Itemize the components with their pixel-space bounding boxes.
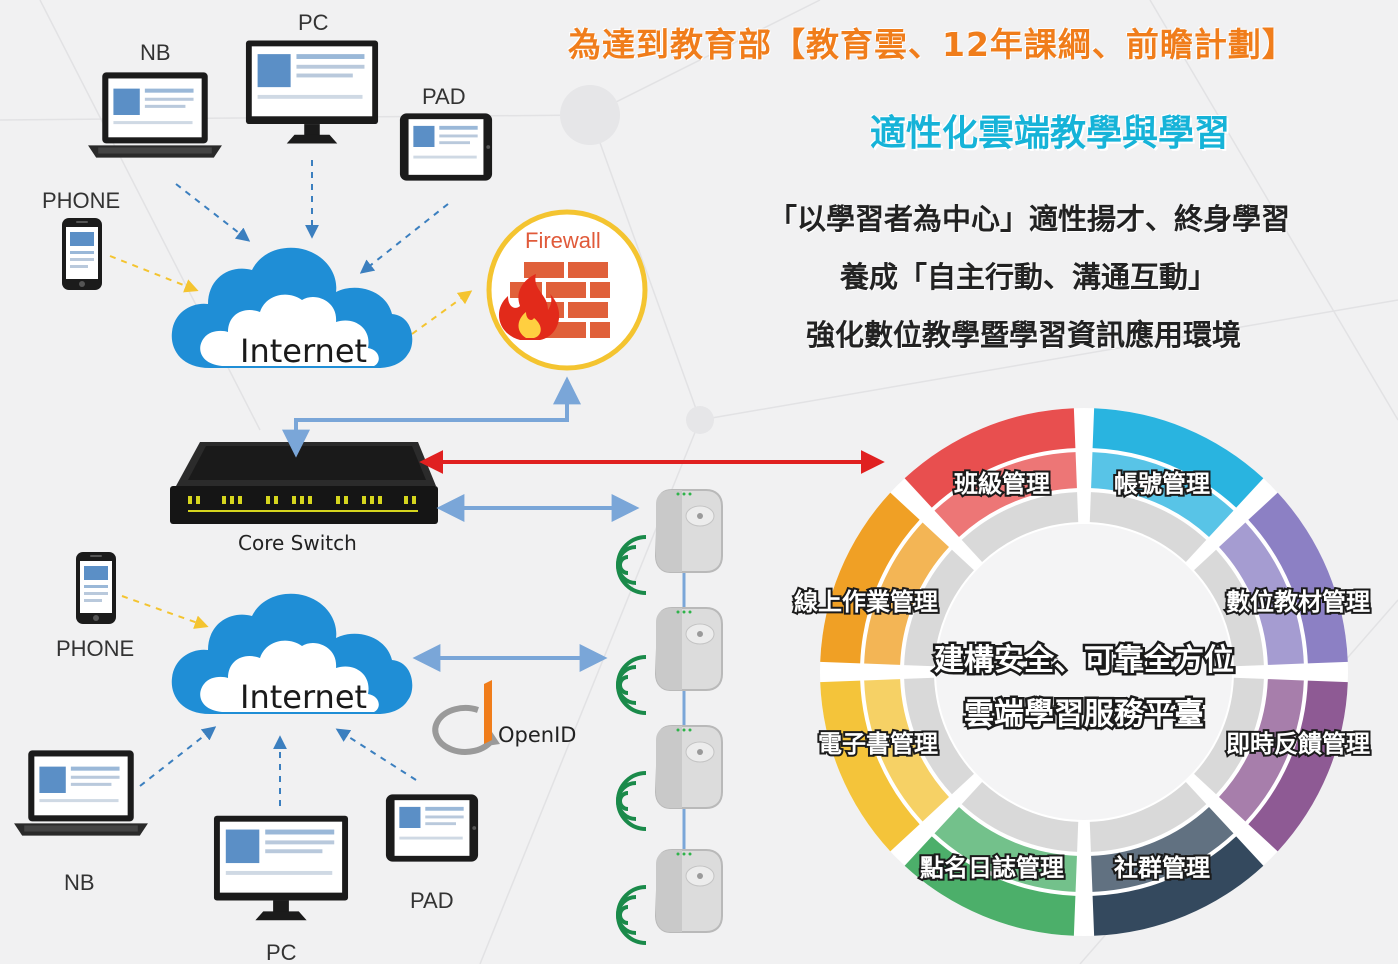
label-phone-top: PHONE [42, 188, 120, 213]
tablet-icon [399, 113, 493, 181]
slogan-line-2: 養成「自主行動、溝通互動」 [840, 260, 1218, 294]
wifi-icon [616, 771, 648, 831]
ring-segment-middle [1219, 679, 1304, 822]
ring-segment-outer [820, 492, 920, 664]
access-point-icon [655, 725, 723, 809]
label-phone-bottom: PHONE [56, 636, 134, 661]
laptop-icon [14, 750, 148, 836]
device-connection-arrows-bottom [139, 726, 417, 806]
slogan-line-3: 強化數位教學暨學習資訊應用環境 [806, 318, 1242, 352]
wifi-icon [616, 655, 648, 715]
access-point-icon [655, 607, 723, 691]
ring-label-4: 即時反饋管理 [1226, 730, 1370, 758]
access-point-icon [655, 849, 723, 933]
ring-label-2: 帳號管理 [1114, 470, 1210, 498]
label-pc-top: PC [298, 10, 329, 35]
ring-segment-middle [934, 807, 1077, 892]
switch-label: Core Switch [238, 531, 357, 555]
ring-center [936, 524, 1232, 820]
ring-segment-inner [1089, 492, 1207, 562]
ring-segment-inner [904, 677, 974, 795]
wifi-icon [616, 885, 648, 945]
ring-segment-middle [1091, 807, 1234, 892]
ring-segment-outer [904, 408, 1076, 508]
access-point-icon [655, 489, 723, 573]
ring-label-8: 線上作業管理 [794, 588, 938, 616]
ring-center-line-1: 建構安全、可靠全方位 [934, 643, 1234, 678]
ring-segment-inner [1194, 549, 1264, 667]
openid-icon [432, 680, 500, 755]
ring-segment-outer [1092, 408, 1264, 508]
firewall-label: Firewall [525, 228, 601, 253]
ring-segment-middle [864, 679, 949, 822]
cloud-label-bottom: Internet [240, 678, 367, 716]
label-nb-top: NB [140, 40, 171, 65]
switch-icon [170, 442, 438, 524]
ring-segment-inner [1194, 677, 1264, 795]
ring-label-1: 班級管理 [954, 470, 1050, 498]
ring-segment-middle [1219, 522, 1304, 665]
page-title: 為達到教育部【教育雲、12年課綱、前瞻計劃】 [568, 25, 1296, 64]
ring-segment-inner [961, 492, 1079, 562]
phone-icon [76, 552, 116, 624]
switch-uplink-arrows [282, 376, 581, 458]
label-pad-bottom: PAD [410, 888, 454, 913]
ring-label-6: 點名日誌管理 [920, 854, 1064, 882]
ring-label-3: 數位教材管理 [1226, 588, 1370, 616]
cloud-label-top: Internet [240, 332, 367, 370]
ring-center-line-2: 雲端學習服務平臺 [964, 697, 1204, 732]
ring-segment-middle [934, 452, 1077, 537]
background-node [560, 85, 620, 145]
openid-label: OpenID [498, 723, 576, 747]
ring-segment-outer [1092, 836, 1264, 936]
ring-label-5: 社群管理 [1114, 854, 1210, 882]
ring-segment-outer [1248, 492, 1348, 664]
phone-icon [62, 218, 102, 290]
monitor-icon [245, 40, 379, 144]
ring-segment-outer [1248, 680, 1348, 852]
phone-connection-arrow [121, 595, 209, 629]
label-nb-bottom: NB [64, 870, 95, 895]
ring-segment-middle [864, 522, 949, 665]
tablet-icon [385, 794, 479, 862]
ring-segment-inner [904, 549, 974, 667]
ring-label-7: 電子書管理 [818, 730, 938, 758]
page-subtitle: 適性化雲端教學與學習 [870, 113, 1231, 154]
firewall-icon [486, 209, 648, 371]
ring-segment-outer [820, 680, 920, 852]
label-pc-bottom: PC [266, 940, 297, 964]
laptop-icon [88, 72, 222, 158]
ring-segment-outer [904, 836, 1076, 936]
ring-segment-inner [961, 782, 1079, 852]
ring-segment-middle [1091, 452, 1234, 537]
slogan-line-1: 「以學習者為中心」適性揚才、終身學習 [768, 202, 1291, 236]
monitor-icon [213, 815, 349, 921]
ring-segment-inner [1089, 782, 1207, 852]
background-node [686, 406, 714, 434]
label-pad-top: PAD [422, 84, 466, 109]
device-connection-arrows-top [109, 160, 473, 335]
